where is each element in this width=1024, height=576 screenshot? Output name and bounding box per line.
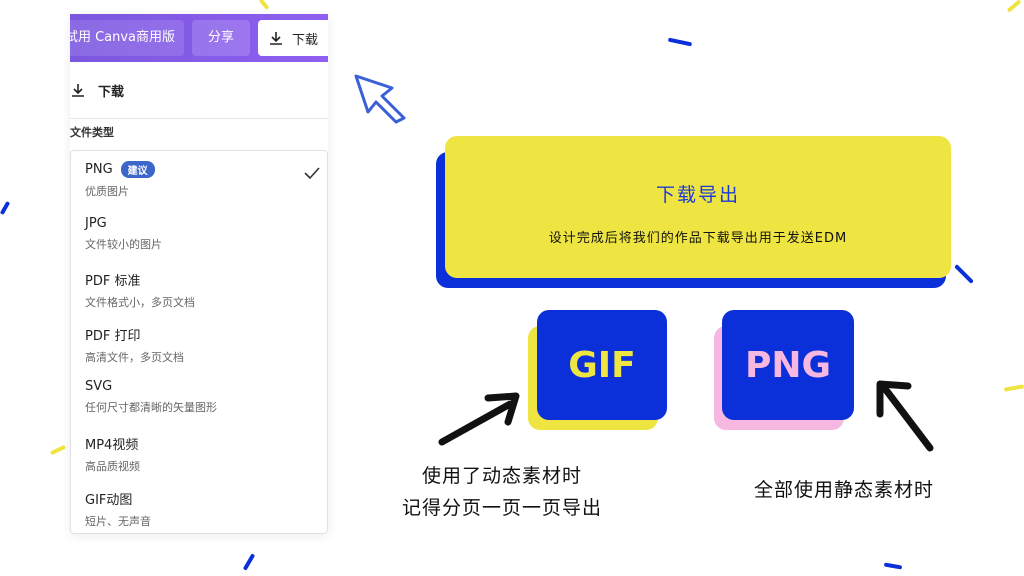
gif-label: GIF xyxy=(568,344,636,386)
arrow-icon xyxy=(876,380,934,452)
option-description: 文件较小的图片 xyxy=(85,238,162,251)
file-type-option-pdf-print[interactable]: PDF 打印 高清文件，多页文档 xyxy=(85,325,321,371)
option-title: GIF动图 xyxy=(85,493,133,508)
option-description: 文件格式小，多页文档 xyxy=(85,296,195,309)
option-description: 短片、无声音 xyxy=(85,515,151,528)
file-type-option-jpg[interactable]: JPG 文件较小的图片 xyxy=(85,216,321,262)
file-type-option-gif[interactable]: GIF动图 短片、无声音 xyxy=(85,489,321,534)
file-type-label: 文件类型 xyxy=(70,126,114,139)
top-toolbar: 试用 Canva商用版 分享 下载 xyxy=(70,14,328,62)
download-header: 下载 xyxy=(70,62,328,119)
option-description: 高清文件，多页文档 xyxy=(85,351,184,364)
file-type-list: PNG 建议 优质图片 JPG 文件较小的图片 PDF 标准 文件格式小，多页文… xyxy=(70,150,328,534)
checkmark-icon xyxy=(304,167,320,180)
upgrade-button[interactable]: 试用 Canva商用版 xyxy=(70,20,184,56)
title-card: 下载导出 设计完成后将我们的作品下载导出用于发送EDM xyxy=(445,136,951,278)
card-subtitle: 设计完成后将我们的作品下载导出用于发送EDM xyxy=(548,231,848,246)
file-type-option-pdf-standard[interactable]: PDF 标准 文件格式小，多页文档 xyxy=(85,270,321,316)
confetti-dash xyxy=(258,0,270,10)
confetti-dash xyxy=(883,562,903,570)
download-header-label: 下载 xyxy=(98,84,125,100)
share-button[interactable]: 分享 xyxy=(192,20,250,56)
download-button[interactable]: 下载 xyxy=(258,20,328,56)
confetti-dash xyxy=(242,553,256,571)
option-title: MP4视频 xyxy=(85,438,139,453)
option-title: SVG xyxy=(85,379,113,394)
note-right: 全部使用静态素材时 xyxy=(753,479,934,501)
option-description: 优质图片 xyxy=(85,185,129,198)
confetti-dash xyxy=(1006,0,1022,13)
file-type-option-svg[interactable]: SVG 任何尺寸都清晰的矢量图形 xyxy=(85,379,321,425)
note-left-line2: 记得分页一页一页导出 xyxy=(401,497,602,519)
arrow-icon xyxy=(438,392,520,446)
download-icon xyxy=(72,84,84,97)
option-title: PDF 打印 xyxy=(85,329,141,344)
note-left: 使用了动态素材时 记得分页一页一页导出 xyxy=(372,460,632,524)
option-title: JPG xyxy=(85,216,107,231)
card-title: 下载导出 xyxy=(655,184,740,206)
option-description: 任何尺寸都清晰的矢量图形 xyxy=(85,401,217,414)
cursor-arrow-icon xyxy=(354,74,406,124)
note-left-line1: 使用了动态素材时 xyxy=(421,465,582,487)
png-card: PNG xyxy=(722,310,854,420)
file-type-option-mp4[interactable]: MP4视频 高品质视频 xyxy=(85,434,321,480)
confetti-dash xyxy=(954,264,974,284)
option-title: PDF 标准 xyxy=(85,274,141,289)
file-type-option-png[interactable]: PNG 建议 优质图片 xyxy=(85,161,321,207)
option-description: 高品质视频 xyxy=(85,460,140,473)
download-icon xyxy=(270,32,282,45)
recommended-badge: 建议 xyxy=(120,161,155,178)
confetti-dash xyxy=(49,444,67,456)
option-title: PNG xyxy=(85,162,113,177)
confetti-dash xyxy=(0,200,11,216)
confetti-dash xyxy=(667,37,693,47)
download-button-label: 下载 xyxy=(292,32,319,48)
download-panel: 试用 Canva商用版 分享 下载 下载 文件类型 PNG 建议 优质图片 J xyxy=(70,14,328,534)
confetti-dash xyxy=(1003,384,1024,392)
gif-card: GIF xyxy=(537,310,667,420)
png-label: PNG xyxy=(744,344,832,386)
